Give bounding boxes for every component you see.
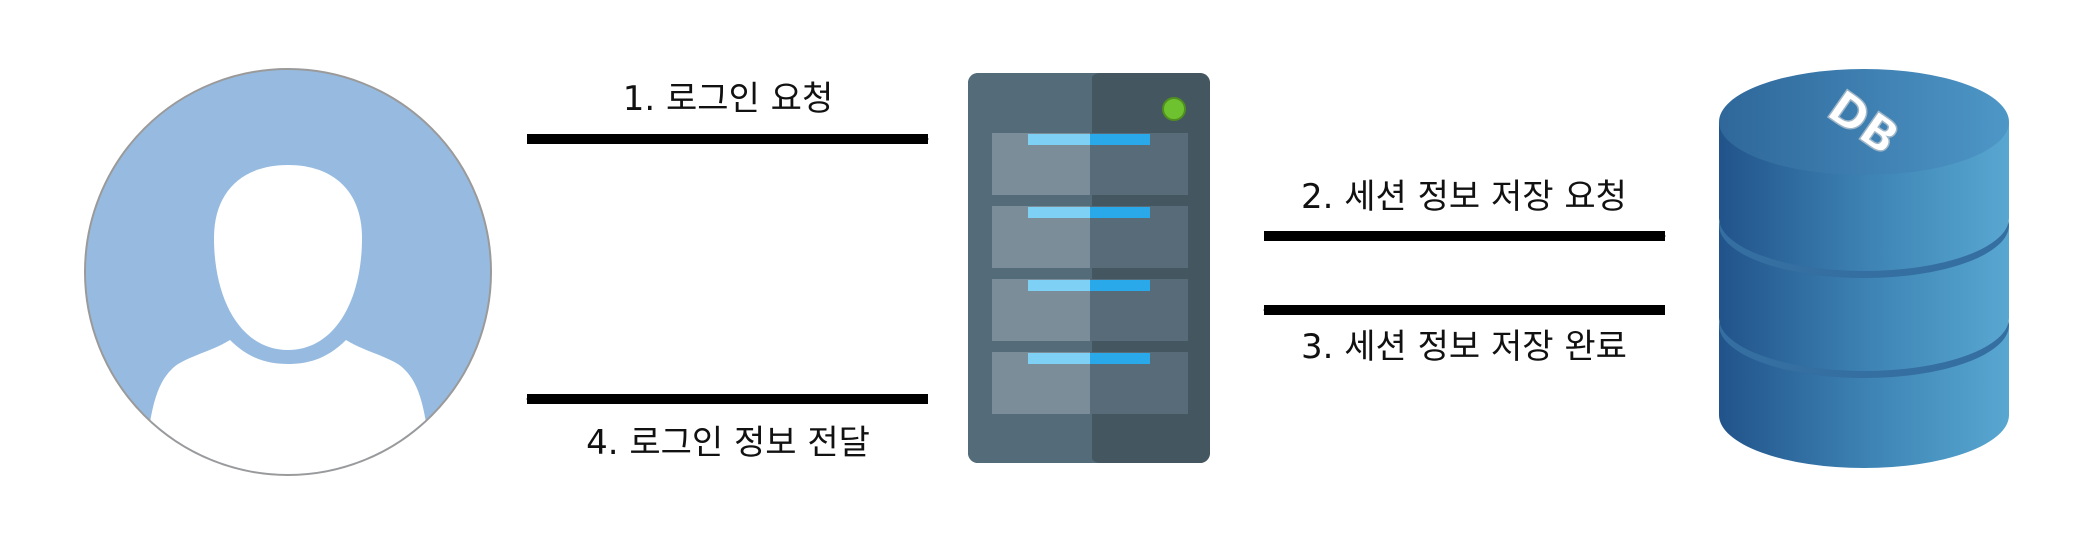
server-slots	[992, 133, 1188, 414]
edge-2: 2. 세션 정보 저장 요청	[1264, 177, 1666, 241]
edge-label-4: 4. 로그인 정보 전달	[586, 423, 870, 463]
server-node	[968, 73, 1210, 463]
edge-label-1: 1. 로그인 요청	[623, 79, 833, 119]
edge-label-2: 2. 세션 정보 저장 요청	[1301, 177, 1627, 217]
edge-label-3: 3. 세션 정보 저장 완료	[1301, 327, 1627, 367]
edge-3: 3. 세션 정보 저장 완료	[1263, 305, 1665, 367]
database-cylinder-icon: DB	[1719, 69, 2009, 468]
user-avatar-icon	[84, 68, 492, 476]
server-rack-icon	[968, 73, 1210, 463]
user-node	[84, 68, 492, 476]
edge-1: 1. 로그인 요청	[527, 79, 929, 144]
database-node: DB	[1719, 69, 2009, 468]
edge-4: 4. 로그인 정보 전달	[526, 394, 928, 463]
